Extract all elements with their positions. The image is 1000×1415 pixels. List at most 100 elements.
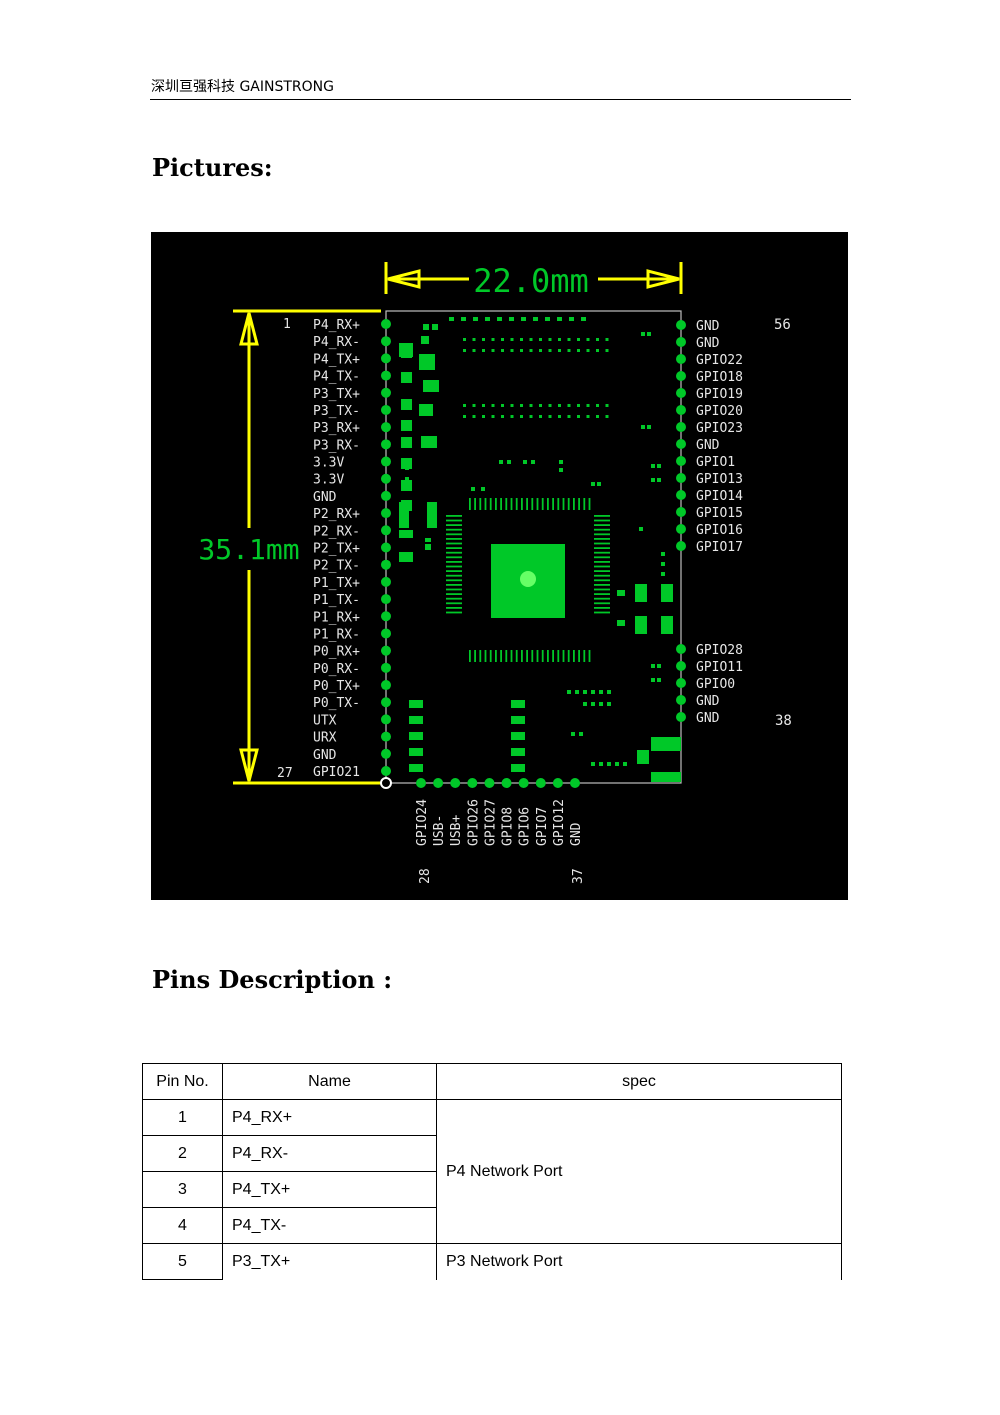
pcb-pad: [647, 332, 651, 336]
pcb-pad: [497, 317, 502, 321]
right-pin-label: GPIO20: [696, 404, 743, 419]
right-pin-pad: [676, 320, 686, 330]
pcb-pad: [421, 336, 429, 344]
pcb-pad: [661, 552, 665, 556]
left-pin-label: P1_RX+: [313, 610, 360, 625]
pcb-pad: [526, 650, 528, 662]
pcb-pad: [651, 664, 655, 668]
pcb-pad: [511, 764, 525, 772]
right-pin-pad: [676, 524, 686, 534]
pcb-pad: [559, 460, 563, 464]
right-pin-label: GPIO18: [696, 370, 743, 385]
right-pin-pad: [676, 473, 686, 483]
right-pin-label: GND: [696, 711, 720, 726]
right-pin-pad: [676, 695, 686, 705]
pcb-pad: [617, 620, 625, 626]
pcb-pad: [479, 650, 482, 662]
right-pin-pad: [676, 678, 686, 688]
pcb-pad: [545, 317, 550, 321]
pcb-pad: [521, 498, 523, 510]
right-pin-column: GNDGNDGPIO22GPIO18GPIO19GPIO20GPIO23GNDG…: [676, 319, 743, 726]
left-pin-pad: [381, 490, 391, 501]
pcb-pad: [499, 460, 503, 464]
pcb-pad: [531, 498, 534, 510]
pcb-pad: [536, 498, 539, 510]
left-first-pin-number: 1: [283, 317, 291, 332]
pcb-pad: [594, 574, 610, 577]
pcb-pad: [661, 562, 665, 566]
pin-number-cell: 1: [142, 1099, 223, 1136]
pcb-pad: [446, 515, 462, 517]
left-pin-label: P4_TX-: [313, 370, 360, 385]
pcb-pad: [581, 317, 586, 321]
header-spec: spec: [436, 1063, 842, 1100]
table-row: 1 P4_RX+ P4 Network Port: [142, 1099, 842, 1244]
pcb-pad: [510, 415, 514, 418]
pcb-pad: [446, 597, 462, 600]
pcb-pad: [461, 317, 466, 321]
pcb-pad: [446, 528, 462, 531]
right-pin-label: GPIO15: [696, 506, 743, 521]
right-pin-label: GPIO0: [696, 677, 735, 692]
pcb-pad: [586, 349, 590, 352]
pcb-pad: [605, 404, 609, 407]
pcb-pad: [471, 487, 475, 491]
bottom-pin-label: GPIO24: [415, 799, 430, 846]
pcb-pad: [509, 317, 514, 321]
pcb-pad: [594, 579, 610, 582]
pcb-pad: [597, 482, 601, 486]
right-pin-pad: [676, 337, 686, 347]
pcb-pad: [399, 502, 409, 528]
pcb-pad: [419, 354, 435, 370]
pcb-pad: [520, 349, 523, 352]
table-header-row: Pin No. Name spec: [142, 1063, 842, 1100]
left-pin-pad: [381, 559, 391, 570]
pcb-pad: [583, 650, 586, 662]
pcb-pad: [446, 524, 462, 526]
pcb-pad: [469, 498, 471, 510]
pcb-pad: [577, 404, 580, 407]
pcb-pad: [520, 415, 523, 418]
pcb-pad: [399, 343, 413, 357]
pcb-pad: [482, 349, 485, 352]
pcb-pad: [510, 498, 513, 510]
pcb-pad: [484, 498, 487, 510]
pcb-pad: [567, 404, 571, 407]
pcb-pad: [557, 317, 562, 321]
right-pin-pad: [676, 712, 686, 722]
pcb-pad: [446, 519, 462, 522]
pcb-pad: [559, 468, 563, 472]
pcb-pad: [463, 338, 466, 341]
pcb-pad: [423, 324, 429, 330]
pcb-pad: [651, 737, 681, 751]
pcb-pad: [425, 538, 431, 542]
pcb-pad: [419, 404, 433, 416]
pcb-pad: [511, 716, 525, 724]
pcb-pad: [446, 602, 462, 605]
pcb-pad: [583, 690, 587, 694]
pcb-pad: [511, 748, 525, 756]
pcb-pad: [594, 533, 610, 536]
left-pin-label: P0_TX-: [313, 696, 360, 711]
pcb-pad: [449, 317, 454, 321]
pcb-pad: [529, 404, 533, 407]
bottom-pin-pad: [484, 778, 495, 788]
left-pin-label: GND: [313, 490, 337, 505]
header-name: Name: [222, 1063, 437, 1100]
pcb-pad: [579, 732, 583, 736]
pcb-pad: [588, 650, 591, 662]
pcb-pad: [491, 338, 495, 341]
right-pin-label: GPIO23: [696, 421, 743, 436]
pcb-pad: [558, 349, 561, 352]
pcb-pad: [539, 404, 542, 407]
pcb-pad: [446, 611, 462, 614]
table-row: 5 P3_TX+ P3 Network Port: [142, 1243, 842, 1280]
pcb-pad: [446, 547, 462, 549]
pcb-pad: [482, 338, 485, 341]
right-pin-label: GPIO11: [696, 660, 743, 675]
pcb-pad: [594, 561, 610, 563]
spec-cell-p4: P4 Network Port: [436, 1099, 842, 1244]
pcb-pad: [446, 538, 462, 540]
right-pin-label: GPIO13: [696, 472, 743, 487]
